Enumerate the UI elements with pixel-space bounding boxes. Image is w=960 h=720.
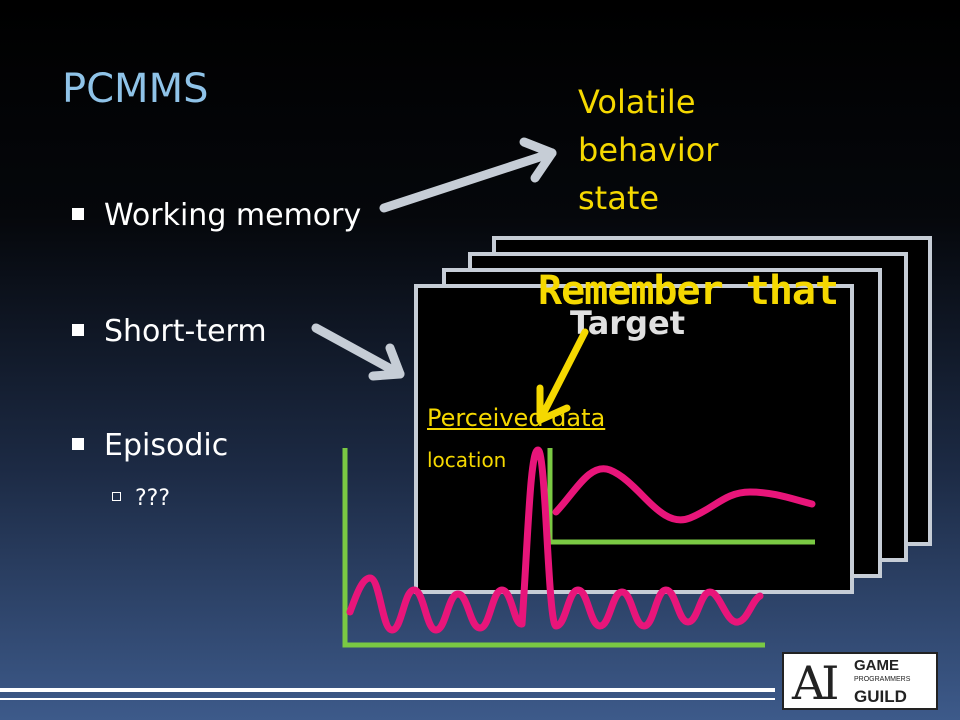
footer-divider-top <box>0 688 775 692</box>
bullet-square-icon <box>72 437 84 450</box>
logo-programmers-text: PROGRAMMERS <box>854 676 911 683</box>
bullet-short-term: Short-term <box>72 314 267 349</box>
bullet-working-memory: Working memory <box>72 198 361 233</box>
sub-bullet: ??? <box>112 486 170 511</box>
sub-bullet-label: ??? <box>135 486 171 511</box>
outer-chart-axes <box>342 448 765 648</box>
logo-game-text: GAME <box>854 657 899 674</box>
bullet-square-icon <box>72 207 84 220</box>
outer-wave-line <box>346 446 764 634</box>
bullet-square-icon <box>72 323 84 336</box>
volatile-line-3: state <box>578 179 660 217</box>
bullet-episodic: Episodic <box>72 428 228 463</box>
volatile-line-2: behavior <box>578 131 719 169</box>
bullet-label: Episodic <box>104 428 229 463</box>
remember-that-annotation: Remember that <box>538 268 839 314</box>
remember-arrow-icon <box>536 328 589 424</box>
perceived-data-label: Perceived data <box>427 404 606 432</box>
ai-game-programmers-guild-logo: AI GAME PROGRAMMERS GUILD <box>782 652 938 710</box>
logo-ai-text: AI <box>792 656 839 710</box>
footer-divider-bottom <box>0 698 775 700</box>
volatile-behavior-state-label: Volatile behavior state <box>578 78 778 222</box>
arrow-to-volatile-icon <box>379 137 557 213</box>
logo-guild-text: GUILD <box>854 687 907 706</box>
slide-title: PCMMS <box>62 66 209 112</box>
inner-wave-line <box>552 465 816 524</box>
arrow-to-cards-icon <box>311 323 405 381</box>
location-label: location <box>427 448 507 472</box>
card-title: Target <box>570 304 685 342</box>
bullet-label: Short-term <box>104 314 267 349</box>
sub-bullet-square-icon <box>112 491 121 501</box>
volatile-line-1: Volatile <box>578 83 696 121</box>
bullet-label: Working memory <box>104 198 362 233</box>
